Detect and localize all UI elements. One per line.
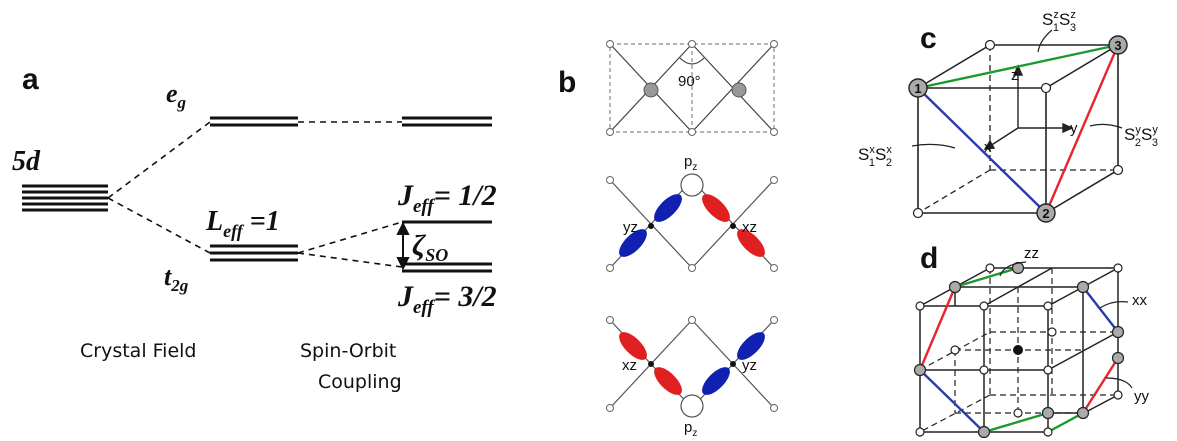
level-5d-label: 5d [12,146,41,177]
bond-zz-label: zz [1024,245,1039,262]
axis-x-label: x [984,139,992,156]
level-eg-lines [210,116,492,127]
jeff-half-label: Jeff= 1/2 [397,179,497,217]
yz-orbital-left [619,194,682,257]
level-t2g-lines [210,220,492,273]
leff-label: Leff =1 [205,206,280,241]
panel-b-letter: b [558,66,576,99]
metal-site-right [731,82,747,98]
angle-label: 90° [678,73,701,90]
cube-corner-sites [912,39,1124,219]
panel-c: c z y x [858,9,1158,223]
level-t2g-label: t2g [164,262,189,295]
lattice-sites-gray [913,261,1125,439]
panel-a: a 5d eg t2g [12,63,497,393]
crystal-field-label: Crystal Field [80,340,197,362]
bond-yy-label: yy [1134,388,1150,405]
level-connectors [107,121,403,268]
metal-site-left [643,82,659,98]
bond-z-green [917,43,1119,90]
level-eg-label: eg [166,79,187,112]
pz-orbital-top [680,173,704,197]
panel-a-letter: a [22,63,39,96]
axis-z-label: z [1011,67,1019,84]
orbital-diagram-bottom: xz yz pz [606,316,778,439]
label-xz-bottom: xz [622,357,637,374]
level-5d-lines [22,184,108,212]
arrow-yy [1105,377,1133,389]
orbital-diagram-top: yz xz pz [606,153,778,272]
bond-x-blue [917,87,1047,214]
arrow-xx [1099,301,1129,309]
panel-d-letter: d [920,242,938,275]
site-3-label: 3 [1114,38,1121,53]
cube-hidden-edges [917,45,1118,214]
site-2: 2 [1036,203,1056,223]
arrow-sysy [1089,123,1123,129]
site-1: 1 [908,78,928,98]
octahedra-sites [606,40,778,136]
panel-d: d [913,242,1150,439]
xz-orbital-left [619,332,682,395]
site-2-label: 2 [1042,206,1049,221]
zeta-so-label: ζSO [412,229,448,265]
label-yz-bottom: yz [742,357,757,374]
label-pz-bottom: pz [684,419,697,439]
bond-y-red [1044,44,1120,214]
cube-axes [983,64,1074,150]
label-xz-top: xz [742,219,757,236]
xz-orbital-right [702,194,765,257]
spin-orbit-label-line1: Spin-Orbit [300,340,396,362]
axis-y-label: y [1070,120,1078,137]
lattice-sites-white [915,263,1123,437]
site-3: 3 [1108,35,1128,55]
jeff-three-half-label: Jeff= 3/2 [397,280,497,318]
panel-b: b 90° [558,40,778,439]
pz-orbital-bottom [680,394,704,418]
arrow-sxsx [911,143,956,149]
lattice-center-site [1013,345,1023,355]
lattice-bonds [918,266,1120,434]
label-pz-top: pz [684,153,697,173]
label-yz-top: yz [623,219,638,236]
spin-orbit-label-line2: Coupling [318,371,402,393]
arrow-szsz [1037,29,1053,53]
panel-c-letter: c [920,22,937,55]
site-1-label: 1 [914,81,921,96]
arrow-zz [999,261,1027,277]
zeta-so-arrow [396,221,410,271]
bond-xx-label: xx [1132,292,1148,309]
yz-orbital-right [702,332,765,395]
